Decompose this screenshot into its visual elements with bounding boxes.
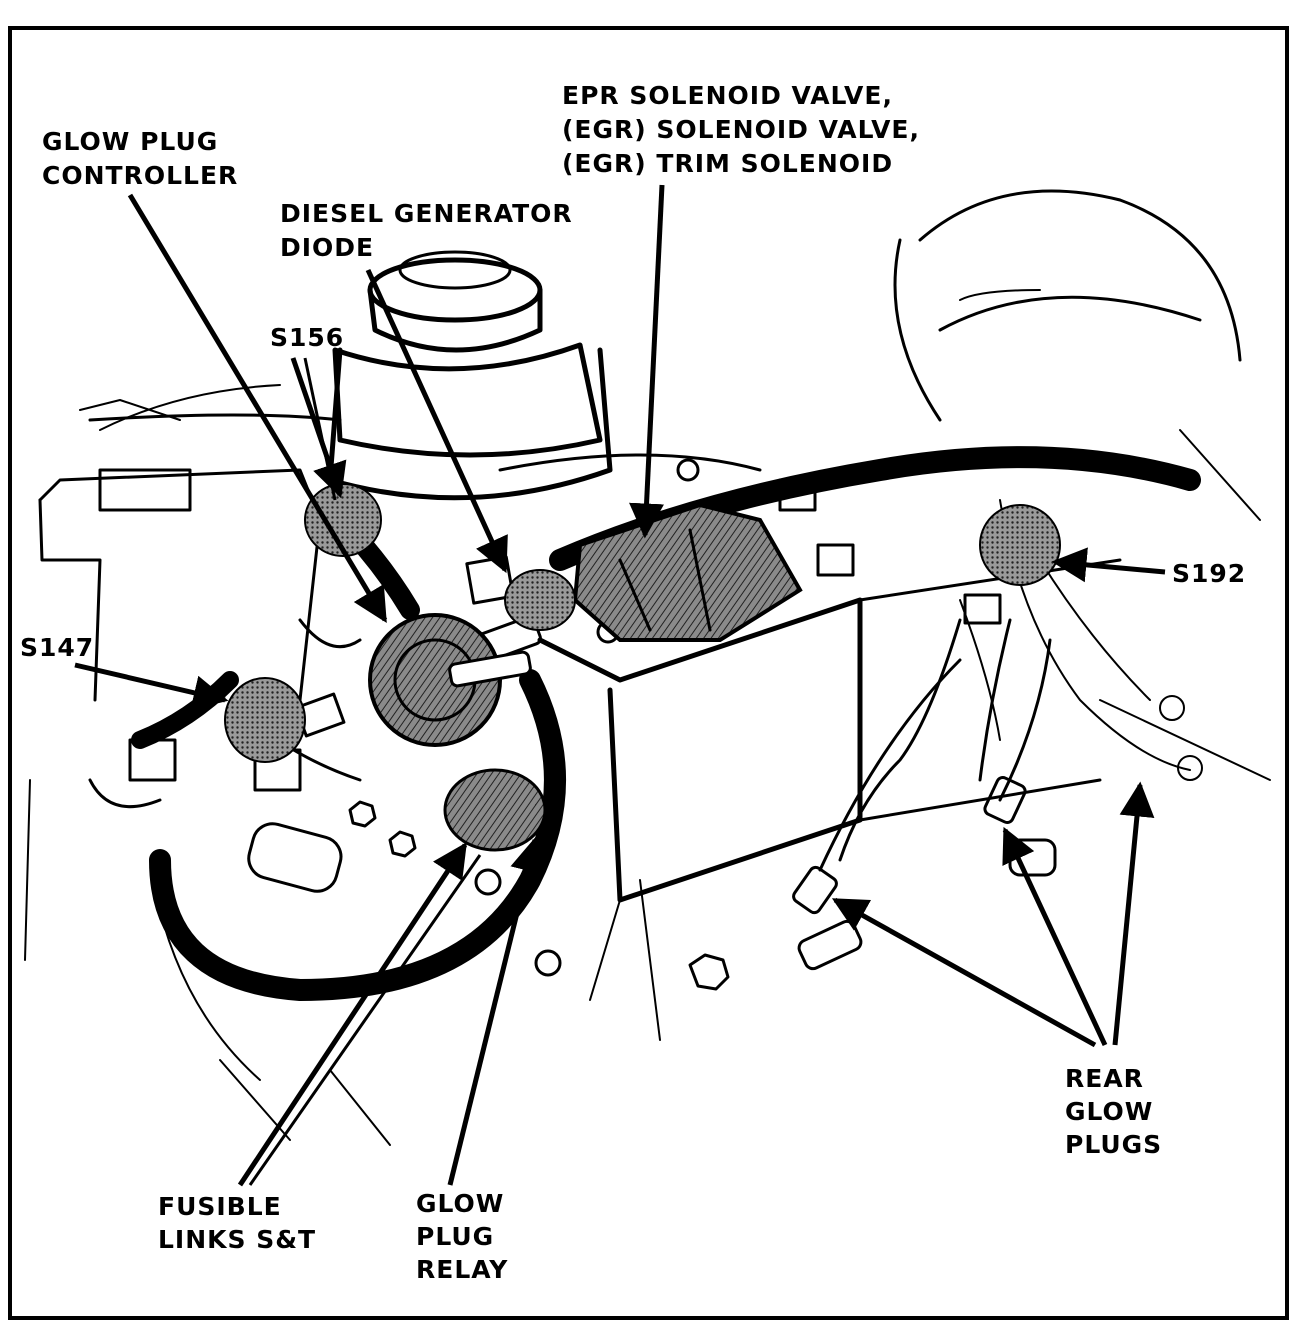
- label-glow-plug-relay: GLOW PLUG RELAY: [416, 1189, 514, 1284]
- label-epr-egr-solenoids: EPR SOLENOID VALVE, (EGR) SOLENOID VALVE…: [562, 81, 930, 178]
- epr-egr-solenoid-block: [572, 502, 803, 642]
- label-glow-plug-controller: GLOW PLUG CONTROLLER: [42, 127, 238, 190]
- label-fusible-links: FUSIBLE LINKS S&T: [158, 1192, 316, 1254]
- diesel-generator-diode-body: [504, 569, 576, 631]
- leader-rear-glow-plug-2: [1002, 826, 1108, 1047]
- leader-rear-glow-plug-3: [1112, 781, 1155, 1046]
- label-rear-glow-plugs: REAR GLOW PLUGS: [1065, 1064, 1163, 1159]
- leader-s147: [74, 662, 229, 710]
- label-s156: S156: [270, 323, 344, 352]
- labels: GLOW PLUG CONTROLLER DIESEL GENERATOR DI…: [20, 81, 1246, 1284]
- label-diesel-generator-diode: DIESEL GENERATOR DIODE: [280, 199, 582, 262]
- s147-splice: [224, 677, 306, 763]
- leader-s156-a: [290, 357, 347, 499]
- s192-splice: [979, 504, 1061, 586]
- leader-arrows: [74, 184, 1166, 1187]
- leader-glow-plug-controller: [127, 193, 388, 624]
- label-s192: S192: [1172, 559, 1246, 588]
- glow-plug-relay-body: [443, 768, 547, 852]
- leader-glow-plug-relay: [447, 836, 545, 1186]
- leader-diesel-generator-diode: [365, 268, 508, 574]
- leader-fusible-links-a: [237, 842, 468, 1187]
- leader-s156-b: [303, 357, 337, 501]
- highlighted-components: [224, 483, 1061, 852]
- leader-s192: [1051, 547, 1166, 583]
- leader-fusible-links-b: [248, 854, 482, 1186]
- glow-plug-controller-body: [368, 613, 502, 747]
- leader-epr-egr: [629, 184, 665, 539]
- leader-rear-glow-plug-1: [831, 897, 1097, 1048]
- label-s147: S147: [20, 633, 94, 662]
